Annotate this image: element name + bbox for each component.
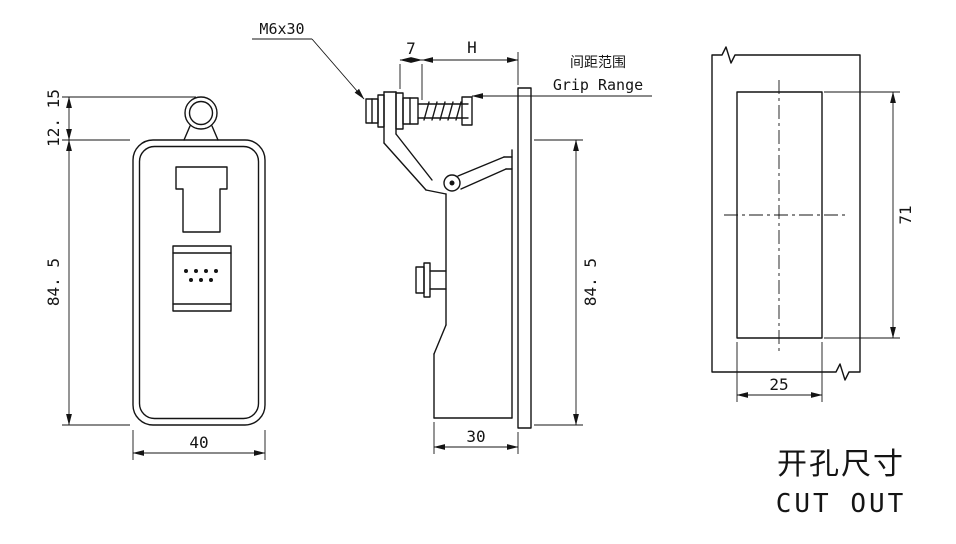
dim-front-top-label: 12. 15 [44,89,63,147]
latch-body-outline [132,139,266,426]
dim-front-height-label: 84. 5 [44,258,63,306]
grip-range-label-en: Grip Range [553,76,643,94]
side-view-dimensions: M6x30 7 H 间距范围 Grip Range 84. 5 30 [252,20,652,454]
cutout-caption: 开孔尺寸 CUT OUT [776,447,907,519]
cutout-view-dimensions: 71 25 [736,91,915,402]
side-view [365,87,532,429]
dim-side-height-label: 84. 5 [581,258,600,306]
latch-body-inner-outline [138,145,260,420]
grip-pad [172,245,232,312]
bolt-spec-label: M6x30 [259,20,304,38]
panel-outline-with-breaks [711,46,861,381]
mid-fastener [415,266,425,294]
pivot [443,174,461,192]
dim-depth-label: 30 [466,427,485,446]
dim-cutout-width-label: 25 [769,375,788,394]
front-view [132,96,266,426]
grip-dots [184,269,218,282]
cutout-caption-en: CUT OUT [776,489,907,519]
cutout-view [711,46,861,381]
ring-outer [184,96,218,130]
dim-cutout-height-label: 71 [896,205,915,224]
cutout-centerlines [724,80,848,352]
dim-front-width-label: 40 [189,433,208,452]
front-view-dimensions: 12. 15 84. 5 40 [44,89,266,460]
cutout-caption-cn: 开孔尺寸 [777,447,905,482]
push-button [175,166,228,233]
dim-offset-label: 7 [406,39,416,58]
dim-grip-label: H [467,38,477,57]
thread-hatching [423,101,462,121]
end-washer [461,96,473,126]
mounting-plate [517,87,532,429]
ring-inner [188,100,214,126]
grip-range-label-cn: 间距范围 [570,54,626,71]
